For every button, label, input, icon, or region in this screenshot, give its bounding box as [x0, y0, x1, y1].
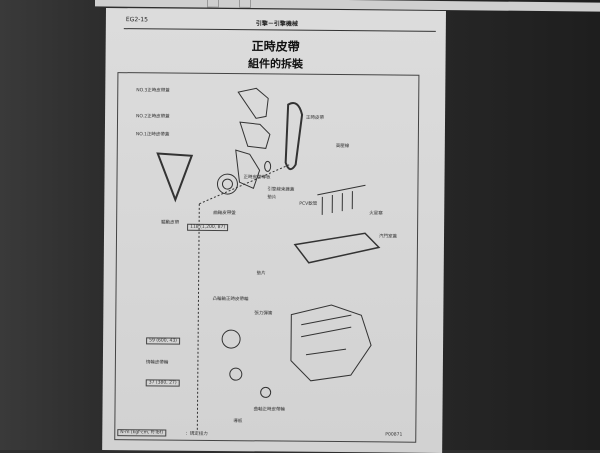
- torque-spec: 118 (1,200, 87): [187, 223, 229, 232]
- section-title: 引擎－引擎機械: [255, 20, 298, 28]
- label-idler-pulley: 惰輪皮帶輪: [145, 360, 169, 366]
- label-pcv-hose: PCV軟管: [299, 201, 318, 207]
- page-title: 正時皮帶: [251, 39, 300, 54]
- label-crank-timing-pulley: 曲軸正時皮帶輪: [253, 407, 286, 413]
- timing-belt-shape: [284, 102, 304, 171]
- document-page: EG2-15 引擎－引擎機械 正時皮帶 組件的拆裝 NO.3正時皮帶蓋 NO.2…: [102, 8, 446, 453]
- page-subtitle: 組件的拆裝: [247, 57, 304, 71]
- toolbar-button[interactable]: [239, 0, 251, 8]
- label-tension-spring: 張力彈簧: [254, 311, 273, 317]
- label-no1-cover: NO.1正時皮帶蓋: [135, 132, 170, 138]
- label-no2-cover: NO.2正時皮帶蓋: [136, 114, 170, 120]
- label-hv-cord: 高壓線: [335, 144, 350, 150]
- figure-id: P00871: [385, 432, 403, 438]
- crank-pulley-shape: [216, 173, 238, 195]
- label-spark-plug: 火星塞: [369, 211, 383, 217]
- label-head-cover: 汽門室蓋: [378, 234, 398, 240]
- toolbar-button[interactable]: [207, 0, 219, 8]
- label-crank-pulley: 曲軸皮帶盤: [213, 210, 236, 217]
- label-gasket: 墊片: [267, 195, 277, 201]
- label-drive-belt: 驅動皮帶: [161, 220, 180, 226]
- engine-block-shape: [290, 304, 372, 382]
- cam-pulley-shape: [221, 329, 241, 349]
- footer-legend-box: N·m (kgf·cm, ft·lbf): [117, 429, 167, 437]
- label-plate: 導板: [233, 419, 243, 425]
- header-rule: [123, 28, 436, 32]
- crank-timing-pulley-shape: [260, 386, 272, 398]
- no2-cover-shape: [239, 121, 271, 149]
- torque-spec: 37 (380, 27): [145, 379, 180, 387]
- background-right: [440, 0, 600, 450]
- page-code: EG2-15: [125, 16, 148, 24]
- drive-belt-shape: [156, 152, 194, 203]
- label-timing-belt: 正時皮帶: [306, 115, 325, 121]
- label-gasket-2: 墊片: [256, 271, 266, 277]
- head-cover-shape: [293, 232, 381, 264]
- background: [0, 0, 110, 450]
- hv-cord-shape: [317, 184, 366, 215]
- torque-spec: 59 (600, 43): [146, 337, 180, 345]
- label-cam-pulley: 凸輪軸正時皮帶輪: [212, 296, 249, 303]
- idler-pulley-shape: [229, 367, 243, 381]
- label-no3-cover: NO.3正時皮帶蓋: [136, 88, 170, 94]
- no1-cover-shape: [235, 149, 261, 189]
- label-belt-guide: 正時皮帶導板: [243, 175, 271, 181]
- guide-shape: [264, 160, 272, 172]
- exploded-diagram: [156, 87, 381, 430]
- footer-legend-note: ：規定扭力: [185, 431, 208, 437]
- no3-cover-shape: [237, 87, 269, 119]
- label-harness-cover: 引擎線束護蓋: [267, 187, 295, 193]
- diagram-frame: NO.3正時皮帶蓋 NO.2正時皮帶蓋 NO.1正時皮帶蓋 正時皮帶 正時皮帶導…: [114, 72, 420, 443]
